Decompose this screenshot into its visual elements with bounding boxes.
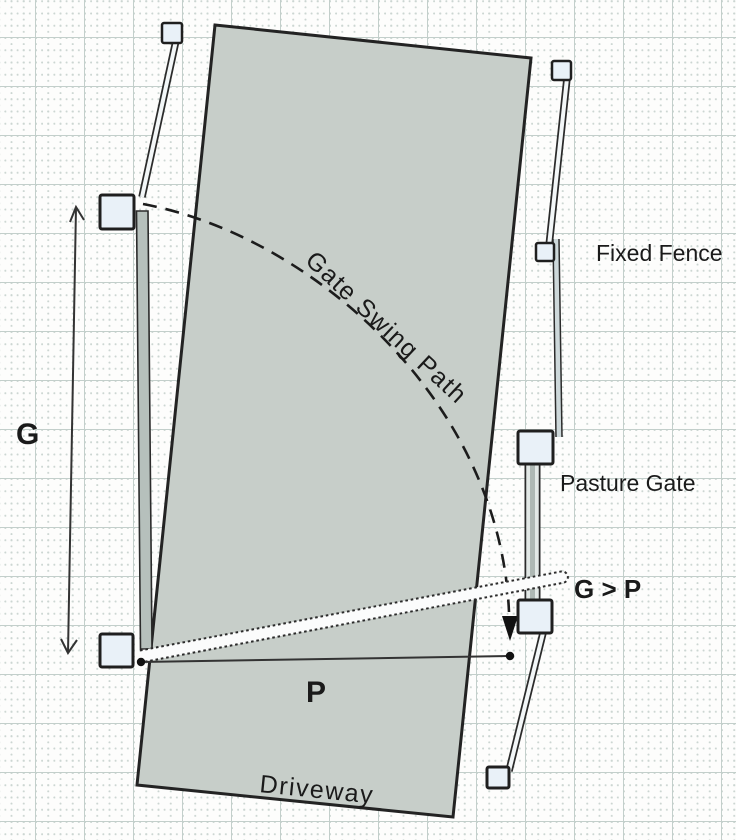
post-top-left-small: [160, 21, 184, 45]
post-hinge-top: [98, 193, 136, 231]
fence-rail-top-left: [138, 35, 181, 198]
post-pasture-gate-top: [516, 429, 555, 466]
label-pasture-gate: Pasture Gate: [560, 470, 696, 496]
g-dimension-arrow-bottom-icon: [60, 638, 78, 655]
p-dimension-dot-left-icon: [136, 657, 146, 667]
post-hinge-bottom: [98, 632, 135, 669]
fence-rail-bottom-right: [505, 632, 547, 772]
driveway-area: [135, 23, 533, 819]
g-dimension-arrow-top-icon: [69, 204, 85, 223]
g-dimension-line: [60, 204, 85, 655]
gate-swing-path-arc: [142, 202, 511, 613]
fence-rail-top-right: [545, 68, 572, 247]
p-dimension-line: [136, 651, 515, 667]
post-right-mid-small: [534, 241, 556, 263]
gate-bar-closed: [135, 210, 153, 650]
label-rule-g-greater-p: G > P: [574, 574, 641, 604]
post-pasture-gate-bottom: [516, 598, 554, 635]
label-fixed-fence: Fixed Fence: [596, 240, 723, 266]
p-dimension-dot-right-icon: [505, 651, 515, 661]
post-top-right-small: [550, 59, 573, 82]
fence-rail-right-vertical: [552, 238, 563, 438]
label-p-dimension: P: [306, 676, 326, 709]
post-bottom-right-small: [485, 765, 511, 790]
swing-path-arrowhead-icon: [502, 616, 518, 641]
gate-bar-open-dotted: [139, 570, 569, 664]
label-g-dimension: G: [16, 418, 39, 451]
